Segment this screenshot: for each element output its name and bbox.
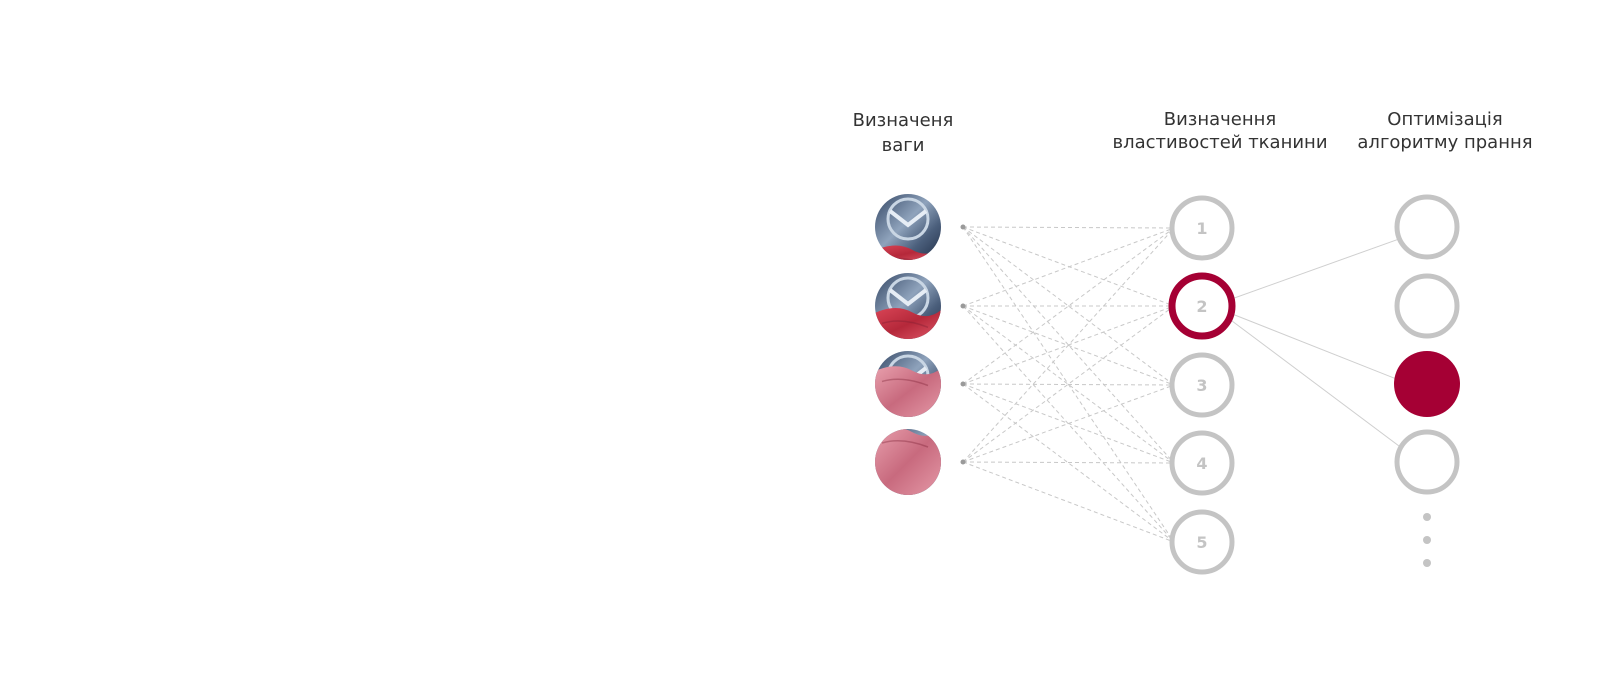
wash-optimization-title: Оптимізація алгоритму прання <box>1357 109 1533 153</box>
weight-to-fabric-link <box>962 227 1175 307</box>
laundry-fill <box>875 308 941 339</box>
weight-to-fabric-link <box>962 384 1175 463</box>
weight-to-fabric-link <box>962 305 1175 464</box>
more-dot-icon <box>1423 536 1431 544</box>
fabric-node-label: 5 <box>1196 533 1207 552</box>
weight-to-fabric-link <box>962 461 1175 464</box>
weight-to-fabric-link <box>962 227 1175 463</box>
weight-to-fabric-link <box>962 383 1175 543</box>
optimization-node <box>1394 429 1460 495</box>
fabric-node <box>1169 509 1235 575</box>
weight-to-fabric-link <box>962 226 1175 464</box>
fabric-to-optimization-link <box>1211 305 1400 447</box>
fabric-to-optimization-link <box>1211 305 1400 381</box>
weight-node <box>875 429 941 495</box>
connection-lines <box>962 226 1400 543</box>
weight-to-fabric-link <box>962 226 1175 229</box>
fabric-node <box>1169 195 1235 261</box>
optimization-nodes <box>1394 194 1460 567</box>
weight-node <box>875 194 941 260</box>
more-dot-icon <box>1423 513 1431 521</box>
fabric-node-label: 4 <box>1196 454 1207 473</box>
weight-detection-title: Визначеня ваги <box>852 110 954 156</box>
weight-output-dot <box>960 303 966 309</box>
fabric-properties-title: Визначення властивостей тканини <box>1112 109 1328 153</box>
weight-output-dot <box>960 224 966 230</box>
weight-nodes <box>875 194 966 495</box>
optimization-node-selected <box>1394 351 1460 417</box>
optimization-node <box>1394 273 1460 339</box>
fabric-node <box>1169 352 1235 418</box>
weight-node <box>875 273 941 339</box>
fabric-node-label: 2 <box>1196 297 1207 316</box>
laundry-fill <box>875 366 941 417</box>
weight-output-dot <box>960 459 966 465</box>
weight-output-dot <box>960 381 966 387</box>
weight-to-fabric-link <box>962 305 1175 543</box>
weight-to-fabric-link <box>962 226 1175 386</box>
fabric-node-label: 3 <box>1196 376 1207 395</box>
fabric-node-label: 1 <box>1196 219 1207 238</box>
fabric-to-optimization-link <box>1211 238 1400 307</box>
weight-to-fabric-link <box>962 383 1175 386</box>
more-dot-icon <box>1423 559 1431 567</box>
laundry-fill <box>875 429 941 495</box>
fabric-node <box>1169 430 1235 496</box>
optimization-node <box>1394 194 1460 260</box>
weight-node <box>875 351 941 417</box>
fabric-node-selected <box>1168 272 1236 340</box>
weight-to-fabric-link <box>962 227 1175 385</box>
weight-to-fabric-link <box>962 305 1175 463</box>
weight-to-fabric-link <box>962 461 1175 543</box>
fabric-nodes: 1 2 3 4 5 <box>1168 195 1236 575</box>
